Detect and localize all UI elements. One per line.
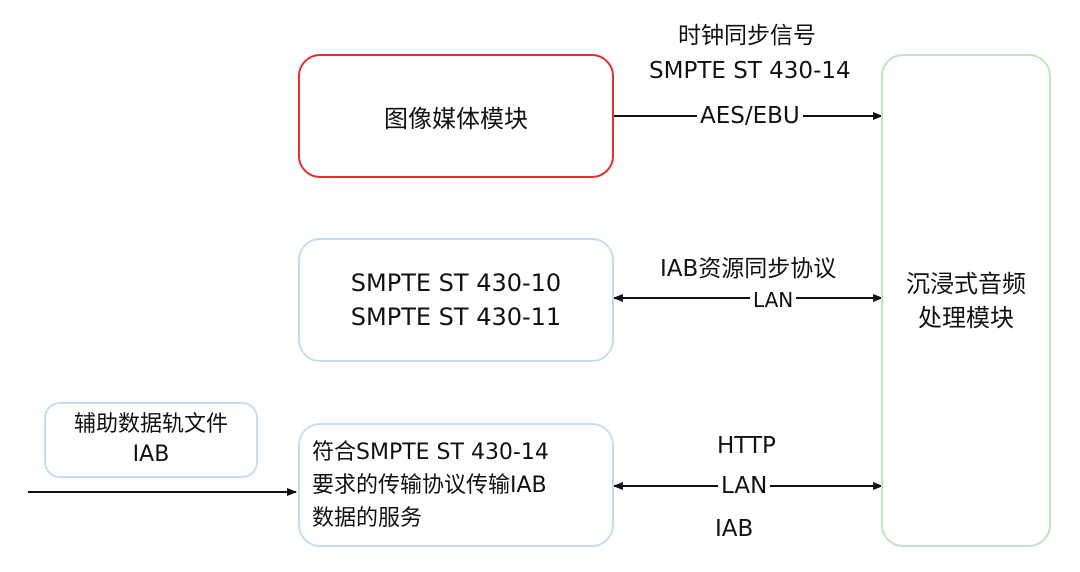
aes-ebu-label: AES/EBU — [697, 102, 803, 130]
smpte-430-10-label: SMPTE ST 430-10 — [350, 269, 562, 297]
iab-transfer-service-box: 符合SMPTE ST 430-14 要求的传输协议传输IAB 数据的服务 — [298, 423, 614, 547]
aux-data-track-file-label: 辅助数据轨文件 — [73, 412, 228, 437]
image-media-module-label: 图像媒体模块 — [384, 104, 528, 133]
iab-service-line1: 符合SMPTE ST 430-14 — [312, 439, 549, 465]
iab-label: IAB — [715, 516, 754, 542]
image-media-module-box: 图像媒体模块 — [298, 54, 614, 178]
iab-service-line2: 要求的传输协议传输IAB — [312, 472, 547, 498]
lan-iab-label: LAN — [718, 472, 771, 500]
iab-resource-sync-title: IAB资源同步协议 — [660, 256, 837, 282]
immersive-audio-line1: 沉浸式音频 — [906, 269, 1026, 298]
immersive-audio-line2: 处理模块 — [918, 303, 1014, 332]
lan-sync-label: LAN — [750, 286, 797, 314]
clock-sync-standard: SMPTE ST 430-14 — [649, 58, 851, 84]
http-label: HTTP — [717, 433, 776, 459]
clock-sync-title: 时钟同步信号 — [678, 23, 816, 49]
aux-data-track-file-box: 辅助数据轨文件 IAB — [44, 402, 258, 478]
smpte-430-11-label: SMPTE ST 430-11 — [350, 303, 562, 331]
iab-service-line3: 数据的服务 — [312, 505, 423, 531]
smpte-430-10-11-box: SMPTE ST 430-10 SMPTE ST 430-11 — [298, 238, 614, 362]
immersive-audio-module-box: 沉浸式音频 处理模块 — [881, 54, 1051, 547]
aux-data-iab-label: IAB — [132, 442, 170, 467]
